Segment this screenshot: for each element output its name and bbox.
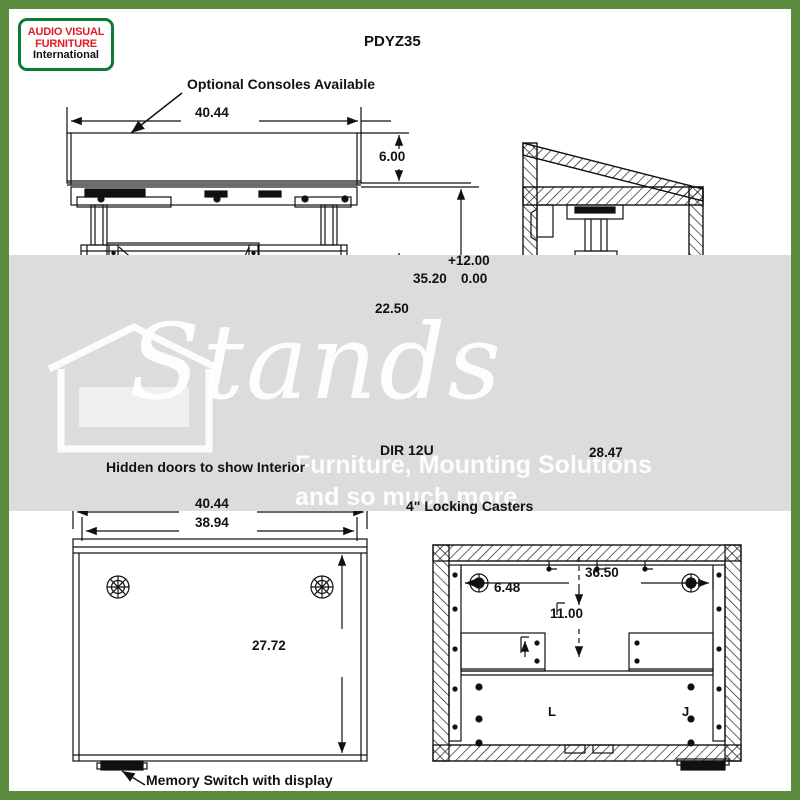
dim-offset-left: 6.48 [494, 580, 521, 595]
dim-travel-max: +12.00 [448, 253, 490, 268]
dim-top-depth: 27.72 [252, 638, 286, 653]
dim-top-width-outer: 40.44 [195, 496, 229, 511]
callout-dir-12u: DIR 12U [380, 442, 434, 458]
company-logo: AUDIO VISUAL FURNITURE International [18, 18, 114, 71]
marker-corner-left: L [548, 704, 556, 719]
callout-memory-switch: Memory Switch with display [146, 772, 333, 788]
page-title: PDYZ35 [364, 33, 421, 50]
dim-interior-width: 36.50 [585, 565, 619, 580]
drawing-canvas: Stands Furniture, Mounting Solutions and… [9, 9, 791, 791]
logo-line-2: FURNITURE [35, 37, 97, 50]
callout-hidden-doors: Hidden doors to show Interior [106, 459, 306, 475]
dim-overall-depth: 28.47 [589, 445, 623, 460]
marker-corner-right: J [682, 704, 690, 719]
dim-total-height: 35.20 [413, 271, 447, 286]
callout-locking-casters: 4" Locking Casters [406, 498, 534, 514]
dim-travel-min: 0.00 [461, 271, 488, 286]
logo-line-3: International [32, 49, 99, 62]
callout-optional-consoles: Optional Consoles Available [187, 76, 376, 92]
dim-work-height: 22.50 [375, 301, 409, 316]
dim-console-height: 6.00 [379, 149, 406, 164]
dim-overall-width: 40.44 [195, 105, 229, 120]
dim-bracket-depth: 11.00 [550, 606, 584, 621]
logo-line-1: AUDIO VISUAL [27, 26, 105, 39]
dim-top-width-inner: 38.94 [195, 515, 229, 530]
